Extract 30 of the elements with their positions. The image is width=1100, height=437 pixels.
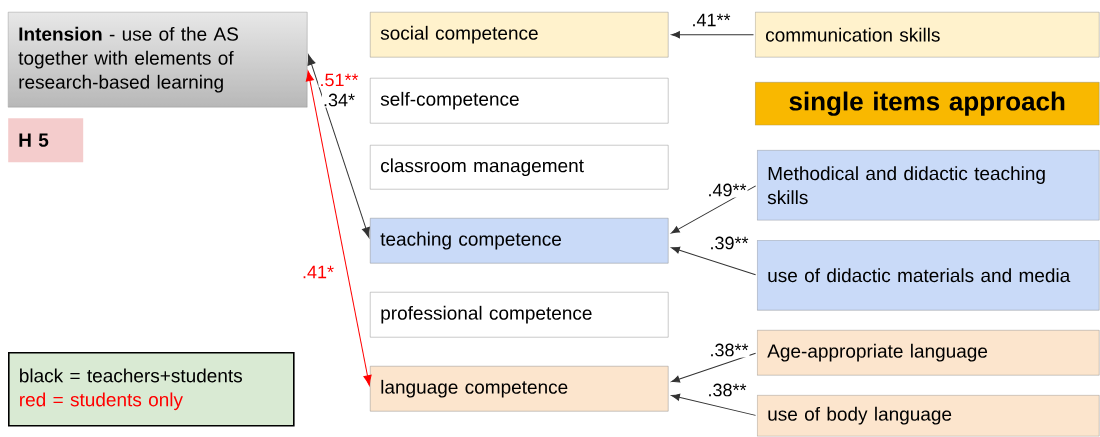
competence-box: social competence [370,12,669,58]
hypothesis-tag: H 5 [8,118,84,163]
edge-label: .49** [706,182,748,198]
arrow [671,246,757,276]
arrow [670,185,757,234]
competence-box: language competence [370,366,669,412]
item-box: Methodical and didactic teaching skills [757,150,1100,221]
edge-label: .41** [690,12,732,28]
competence-box: teaching competence [370,218,669,264]
arrow [671,31,754,39]
arrow [671,352,757,383]
competence-box: classroom management [370,145,669,190]
competence-box: professional competence [370,292,669,338]
item-box: communication skills [755,12,1100,58]
competence-box: self-competence [370,78,669,124]
item-box: use of didactic materials and media [757,240,1100,311]
item-box: use of body language [757,395,1100,437]
legend-box: black = teachers+students red = students only [8,352,295,427]
coefficient-label: .51** [318,72,360,88]
approach-banner: single items approach [755,82,1100,126]
edge-label: .38** [708,342,750,358]
item-box: Age-appropriate language [757,330,1100,376]
edge-label: .34* [322,92,356,108]
edge-label: .39** [708,235,750,251]
arrow [305,70,372,386]
arrow [307,54,370,238]
arrow [671,393,757,416]
edge-label: .41* [301,264,335,280]
condition-box: Intension - use of the AS together with elements of research-based learning [8,12,308,108]
edge-label: .38** [706,382,748,398]
